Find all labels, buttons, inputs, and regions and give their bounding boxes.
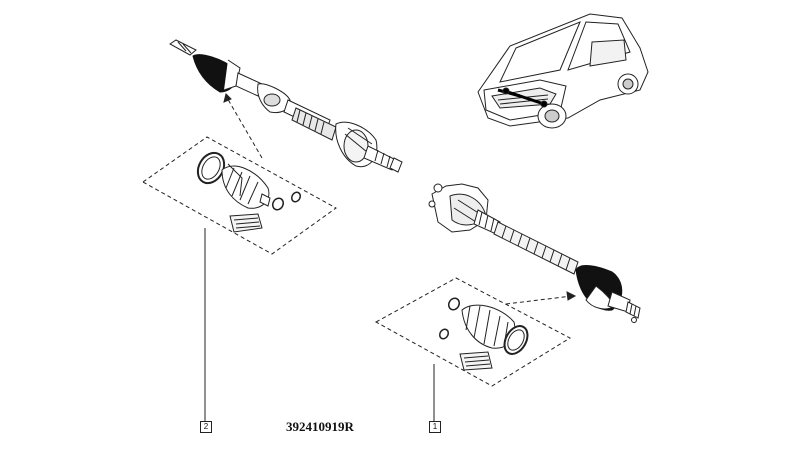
right-kit-outline [374, 277, 572, 387]
vehicle-locator [477, 13, 649, 129]
callout-1-label: 1 [429, 421, 441, 433]
leader-lines [204, 93, 577, 421]
right-kit-small-clamp-1 [447, 297, 461, 311]
left-kit-small-clamp-2 [290, 191, 302, 203]
right-kit-small-clamp-2 [438, 328, 450, 340]
callout-2-label: 2 [200, 421, 212, 433]
left-shaft-inner-spline [291, 107, 337, 141]
part-number-label: 392410919R [286, 419, 354, 434]
left-drive-shaft [169, 39, 403, 173]
right-kit-arrow [505, 295, 573, 305]
right-drive-shaft [428, 183, 641, 323]
right-boot-repair-kit [374, 277, 572, 387]
left-kit-small-clamp-1 [271, 197, 285, 211]
left-boot-repair-kit [142, 136, 337, 255]
right-shaft-stub [625, 301, 641, 319]
left-kit-arrow [225, 95, 263, 159]
left-kit-outline [142, 136, 337, 255]
